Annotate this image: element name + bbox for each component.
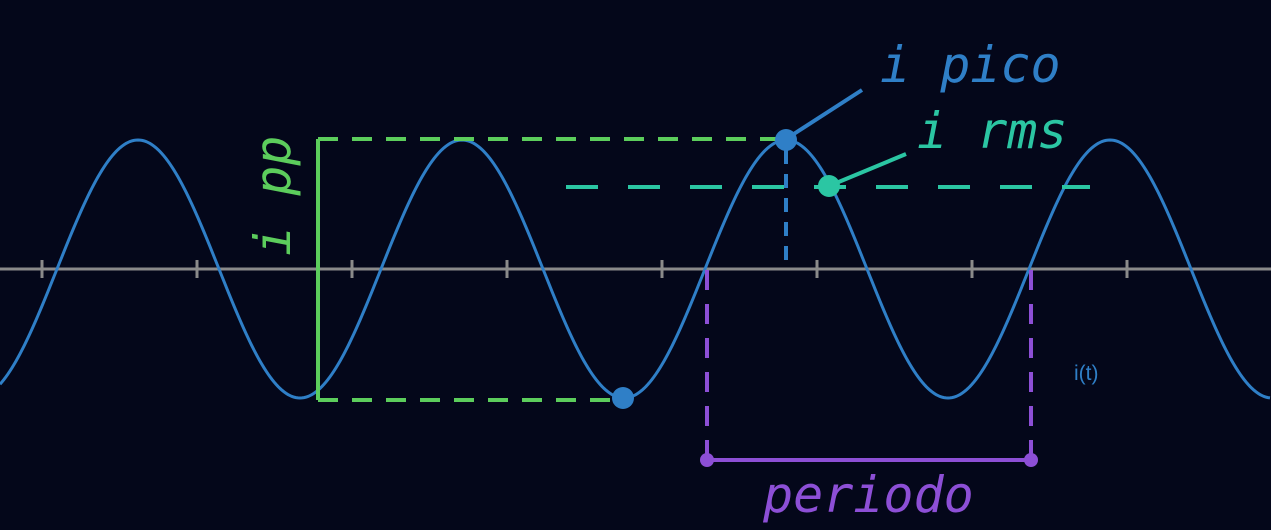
peak-leader-line	[784, 88, 864, 141]
rms-dot	[818, 175, 840, 197]
trough-dot	[612, 387, 634, 409]
period-label: periodo	[762, 466, 974, 524]
period-left-dot	[700, 453, 714, 467]
peak-to-peak-label: i pp	[244, 136, 302, 256]
axis-ticks	[40, 260, 1129, 278]
peak-label: i pico	[880, 36, 1061, 94]
sine-wave	[0, 138, 1271, 400]
rms-leader-line	[828, 152, 907, 188]
period-marker	[700, 270, 1038, 467]
period-right-dot	[1024, 453, 1038, 467]
peak-dot	[775, 129, 797, 151]
signal-label: i(t)	[1074, 362, 1099, 385]
rms-label: i rms	[917, 102, 1068, 160]
peak-to-peak-marker	[316, 137, 786, 402]
